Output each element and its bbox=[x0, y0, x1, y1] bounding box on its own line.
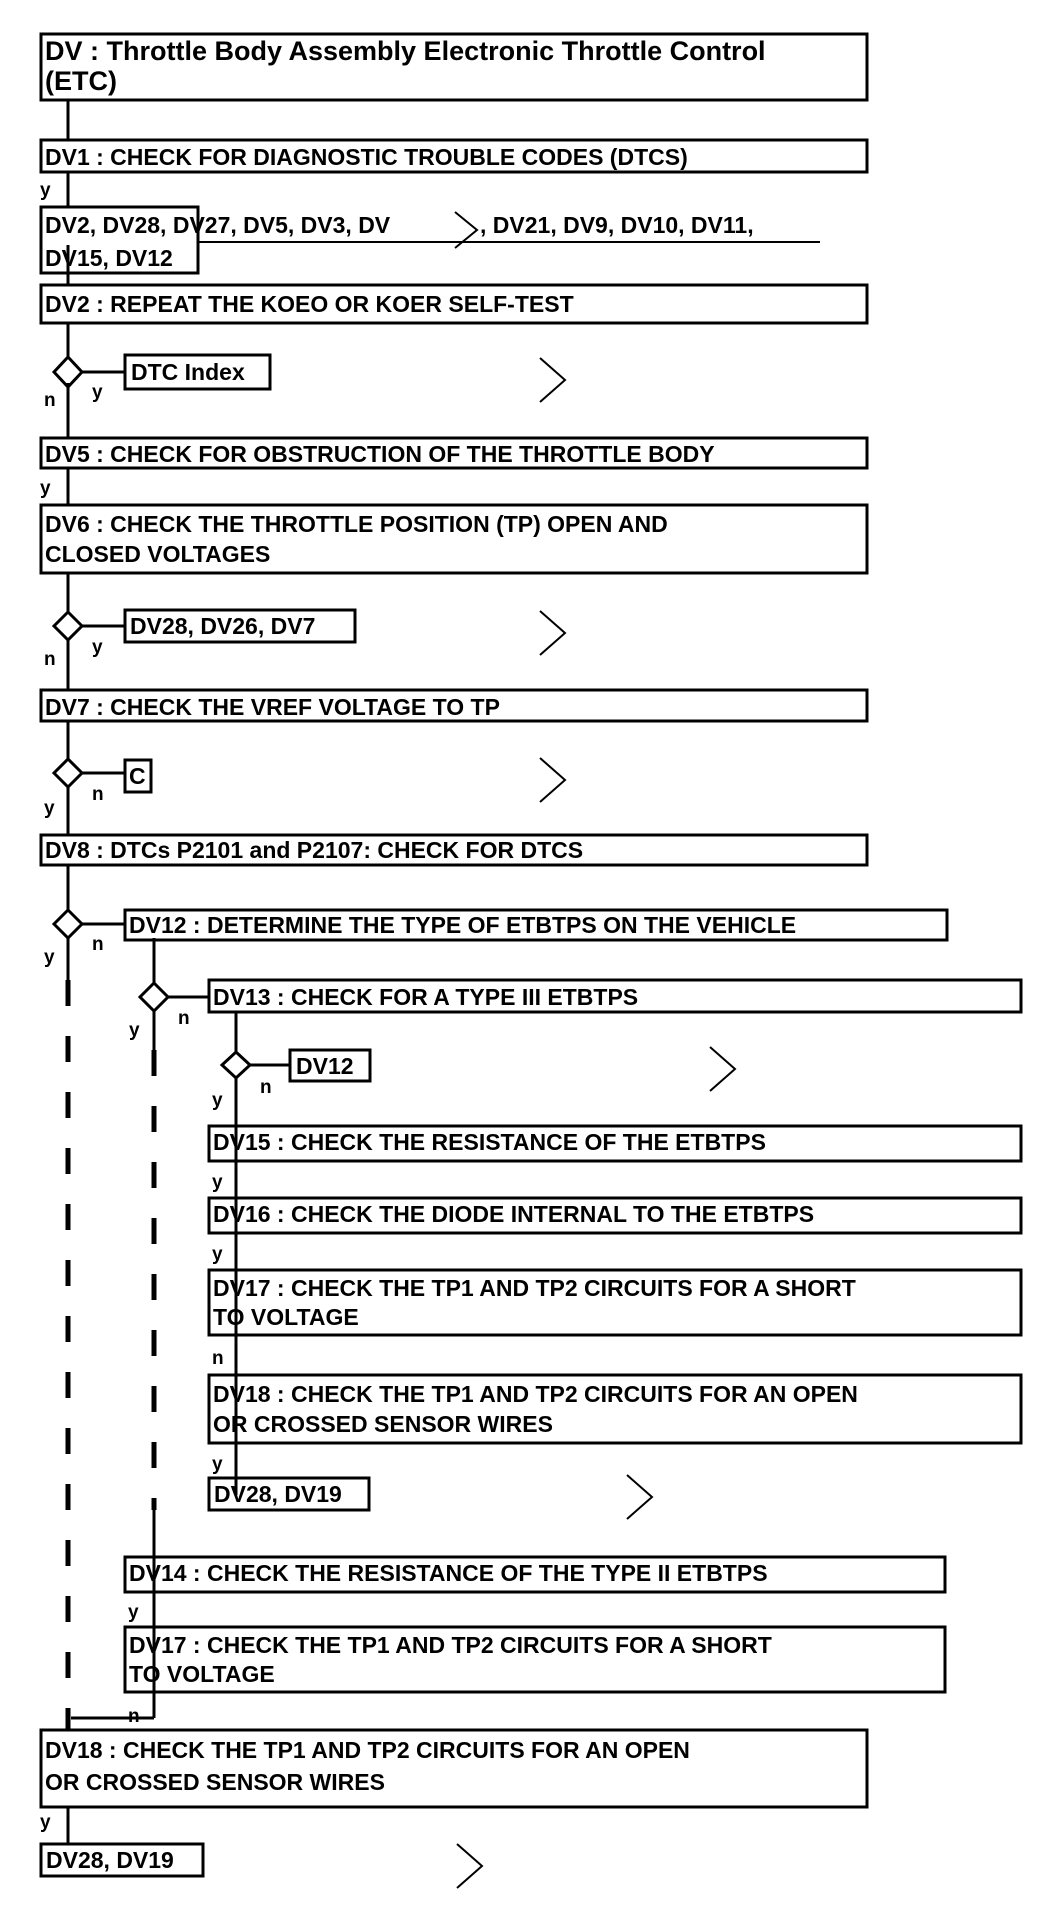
step-box-dv16 bbox=[207, 1196, 1023, 1235]
target-box-c bbox=[123, 758, 153, 794]
step-box-dv5 bbox=[39, 436, 869, 470]
step-box-dv7 bbox=[39, 688, 869, 723]
branch-label-no: n bbox=[92, 934, 104, 955]
chevron-right-icon bbox=[539, 357, 567, 403]
branch-label-yes: y bbox=[92, 637, 103, 658]
chevron-right-icon bbox=[539, 610, 567, 656]
step-label-dv12: DV12 : DETERMINE THE TYPE OF ETBTPS ON T… bbox=[129, 912, 796, 938]
step-label-dv17b-line-1: DV17 : CHECK THE TP1 AND TP2 CIRCUITS FO… bbox=[129, 1632, 772, 1658]
dv1-target-line-1b: , DV21, DV9, DV10, DV11, bbox=[480, 212, 754, 238]
step-label-dv17a-line-2: TO VOLTAGE bbox=[213, 1304, 359, 1330]
step-box-dv17b bbox=[123, 1625, 947, 1694]
target-box-dv12 bbox=[288, 1048, 372, 1083]
dv1-target-line-1a: DV2, DV28, DV27, DV5, DV3, DV bbox=[45, 212, 391, 238]
step-label-dv7: DV7 : CHECK THE VREF VOLTAGE TO TP bbox=[45, 694, 500, 720]
branch-label-no: n bbox=[128, 1706, 140, 1727]
dv1-target-line-2: DV15, DV12 bbox=[45, 245, 173, 271]
step-box-dv15 bbox=[207, 1124, 1023, 1163]
branch-label-yes: y bbox=[212, 1172, 223, 1193]
step-label-dv17a-line-1: DV17 : CHECK THE TP1 AND TP2 CIRCUITS FO… bbox=[213, 1275, 856, 1301]
branch-label-yes: y bbox=[40, 180, 51, 201]
decision-diamond-icon bbox=[51, 756, 85, 790]
step-label-dv8: DV8 : DTCs P2101 and P2107: CHECK FOR DT… bbox=[45, 837, 583, 863]
step-label-dv18b-line-1: DV18 : CHECK THE TP1 AND TP2 CIRCUITS FO… bbox=[45, 1737, 690, 1763]
branch-label-no: n bbox=[92, 784, 104, 805]
step-box-dv18a bbox=[207, 1373, 1023, 1445]
title-line-2: (ETC) bbox=[45, 66, 117, 96]
branch-label-yes: y bbox=[92, 382, 103, 403]
step-box-dv13 bbox=[207, 978, 1023, 1014]
branch-label-no: n bbox=[178, 1008, 190, 1029]
step-label-dv5: DV5 : CHECK FOR OBSTRUCTION OF THE THROT… bbox=[45, 441, 715, 467]
step-label-dv15: DV15 : CHECK THE RESISTANCE OF THE ETBTP… bbox=[213, 1129, 766, 1155]
target-dv18b: DV28, DV19 bbox=[46, 1847, 174, 1873]
step-label-dv16: DV16 : CHECK THE DIODE INTERNAL TO THE E… bbox=[213, 1201, 814, 1227]
step-box-dv1-targets bbox=[39, 205, 200, 275]
step-label-dv13: DV13 : CHECK FOR A TYPE III ETBTPS bbox=[213, 984, 638, 1010]
branch-label-yes: y bbox=[129, 1020, 140, 1041]
step-box-dv1 bbox=[39, 138, 869, 174]
branch-label-no: n bbox=[44, 390, 56, 411]
branch-label-yes: y bbox=[44, 798, 55, 819]
decision-diamond-icon bbox=[51, 609, 85, 643]
target-dv18a: DV28, DV19 bbox=[214, 1481, 342, 1507]
decision-diamond-icon bbox=[51, 354, 85, 390]
step-label-dv18a-line-1: DV18 : CHECK THE TP1 AND TP2 CIRCUITS FO… bbox=[213, 1381, 858, 1407]
step-box-dv14 bbox=[123, 1555, 947, 1594]
branch-label-yes: y bbox=[212, 1090, 223, 1111]
target-dv12: DV12 bbox=[296, 1053, 354, 1079]
step-box-dv2 bbox=[39, 283, 869, 325]
decision-diamond-icon bbox=[137, 980, 171, 1014]
branch-label-no: n bbox=[44, 649, 56, 670]
target-dtc-index: DTC Index bbox=[131, 359, 245, 385]
branch-label-no: n bbox=[260, 1077, 272, 1098]
branch-label-no: n bbox=[212, 1348, 224, 1369]
step-label-dv6-line-2: CLOSED VOLTAGES bbox=[45, 541, 270, 567]
branch-label-yes: y bbox=[212, 1244, 223, 1265]
target-box-dv6 bbox=[123, 608, 357, 644]
chevron-right-icon bbox=[456, 1843, 484, 1889]
chevron-right-icon bbox=[539, 757, 567, 803]
target-box-dv18b bbox=[39, 1842, 205, 1878]
step-label-dv6-line-1: DV6 : CHECK THE THROTTLE POSITION (TP) O… bbox=[45, 511, 668, 537]
step-label-dv14: DV14 : CHECK THE RESISTANCE OF THE TYPE … bbox=[129, 1560, 768, 1586]
step-box-dv17a bbox=[207, 1268, 1023, 1337]
chevron-right-icon bbox=[709, 1046, 737, 1092]
decision-diamond-icon bbox=[51, 907, 85, 941]
target-dv6: DV28, DV26, DV7 bbox=[130, 613, 315, 639]
branch-label-yes: y bbox=[44, 947, 55, 968]
step-box-dv6 bbox=[39, 503, 869, 575]
target-c: C bbox=[129, 763, 146, 789]
chevron-right-icon bbox=[626, 1474, 654, 1520]
step-label-dv17b-line-2: TO VOLTAGE bbox=[129, 1661, 275, 1687]
branch-label-yes: y bbox=[40, 1812, 51, 1833]
step-label-dv1: DV1 : CHECK FOR DIAGNOSTIC TROUBLE CODES… bbox=[45, 144, 688, 170]
step-label-dv18b-line-2: OR CROSSED SENSOR WIRES bbox=[45, 1769, 385, 1795]
step-box-dv12 bbox=[123, 908, 949, 942]
step-label-dv2: DV2 : REPEAT THE KOEO OR KOER SELF-TEST bbox=[45, 291, 574, 317]
target-box-dv18a bbox=[207, 1476, 371, 1512]
branch-label-yes: y bbox=[40, 478, 51, 499]
step-box-dv18b bbox=[39, 1728, 869, 1809]
title-line-1: DV : Throttle Body Assembly Electronic T… bbox=[45, 36, 766, 66]
target-box-dtc-index bbox=[123, 353, 272, 391]
branch-label-yes: y bbox=[128, 1602, 139, 1623]
step-label-dv18a-line-2: OR CROSSED SENSOR WIRES bbox=[213, 1411, 553, 1437]
step-box-dv8 bbox=[39, 833, 869, 867]
decision-diamond-icon bbox=[219, 1049, 253, 1081]
branch-label-yes: y bbox=[212, 1454, 223, 1475]
title-box bbox=[39, 32, 869, 102]
